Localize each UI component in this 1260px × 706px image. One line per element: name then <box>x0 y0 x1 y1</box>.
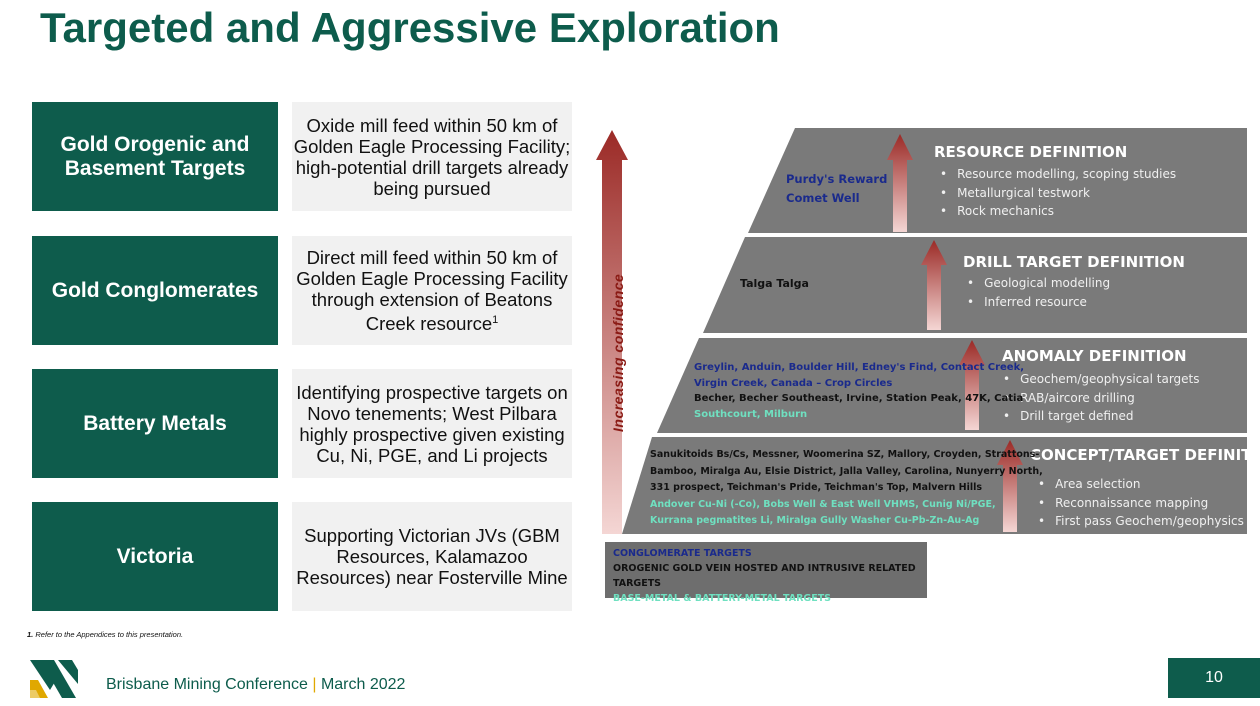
project-line: Purdy's Reward <box>786 172 888 186</box>
tier-projects-concept: Sanukitoids Bs/Cs, Messner, Woomerina SZ… <box>650 447 1043 530</box>
project-line: 331 prospect, Teichman's Pride, Teichman… <box>650 482 983 493</box>
project-line: Andover Cu-Ni (-Co), Bobs Well & East We… <box>650 498 996 510</box>
footnote-text: Refer to the Appendices to this presenta… <box>35 630 184 639</box>
project-line: Bamboo, Miralga Au, Elsie District, Jall… <box>650 465 1043 477</box>
bullet-item: Area selection <box>1038 475 1244 494</box>
category-victoria: Victoria <box>32 502 278 611</box>
category-victoria-desc: Supporting Victorian JVs (GBM Resources,… <box>292 502 572 611</box>
tier-projects-resource: Purdy's Reward Comet Well <box>786 170 887 208</box>
bullet-item: Rock mechanics <box>940 202 1176 221</box>
project-line: Southcourt, Milburn <box>694 408 808 420</box>
tier-title-resource: RESOURCE DEFINITION <box>934 143 1128 161</box>
arrow-resource <box>887 134 913 232</box>
increasing-confidence-label: Increasing confidence <box>610 273 626 432</box>
bullet-item: Metallurgical testwork <box>940 184 1176 203</box>
project-line: Becher, Becher Southeast, Irvine, Statio… <box>694 393 1024 404</box>
project-line: Talga Talga <box>740 277 809 290</box>
tier-bullets-resource: Resource modelling, scoping studies Meta… <box>940 165 1176 221</box>
bullet-item: Reconnaissance mapping <box>1038 494 1244 513</box>
category-gold-orogenic-desc: Oxide mill feed within 50 km of Golden E… <box>292 102 572 211</box>
tier-projects-drill: Talga Talga <box>740 276 809 292</box>
desc-text: Direct mill feed within 50 km of Golden … <box>296 246 568 335</box>
category-gold-orogenic: Gold Orogenic and Basement Targets <box>32 102 278 211</box>
category-gold-conglomerates-desc: Direct mill feed within 50 km of Golden … <box>292 236 572 345</box>
footer-separator: | <box>312 676 317 693</box>
footnote-ref: 1 <box>492 313 499 326</box>
arrow-concept <box>997 440 1023 532</box>
page-title: Targeted and Aggressive Exploration <box>40 4 780 51</box>
tier-projects-anomaly: Greylin, Anduin, Boulder Hill, Edney's F… <box>694 360 1024 422</box>
novo-logo <box>30 660 78 698</box>
bullet-item: First pass Geochem/geophysics <box>1038 512 1244 531</box>
project-line: Kurrana pegmatites Li, Miralga Gully Was… <box>650 515 980 526</box>
project-line: Sanukitoids Bs/Cs, Messner, Woomerina SZ… <box>650 449 1040 460</box>
bullet-item: Resource modelling, scoping studies <box>940 165 1176 184</box>
project-line: Comet Well <box>786 191 860 205</box>
legend-base-metal: BASE-METAL & BATTERY-METAL TARGETS <box>613 593 832 604</box>
footnote-number: 1. <box>27 630 34 639</box>
legend-orogenic: OROGENIC GOLD VEIN HOSTED AND INTRUSIVE … <box>613 563 916 589</box>
bullet-item: Geochem/geophysical targets <box>1003 370 1199 389</box>
bullet-item: Inferred resource <box>967 293 1110 312</box>
footer-conference: Brisbane Mining Conference | March 2022 <box>106 676 405 694</box>
footnote: 1. Refer to the Appendices to this prese… <box>27 630 183 639</box>
confidence-arrow <box>596 130 628 534</box>
bullet-item: Geological modelling <box>967 274 1110 293</box>
bullet-item: RAB/aircore drilling <box>1003 389 1200 408</box>
tier-title-drill: DRILL TARGET DEFINITION <box>963 253 1185 271</box>
tier-bullets-concept: Area selection Reconnaissance mapping Fi… <box>1038 475 1244 531</box>
project-line: Virgin Creek, Canada – Crop Circles <box>694 377 893 389</box>
bullet-item: Drill target defined <box>1003 407 1200 426</box>
project-line: Greylin, Anduin, Boulder Hill, Edney's F… <box>694 362 1025 373</box>
category-battery-metals-desc: Identifying prospective targets on Novo … <box>292 369 572 478</box>
category-battery-metals: Battery Metals <box>32 369 278 478</box>
tier-bullets-drill: Geological modelling Inferred resource <box>967 274 1110 311</box>
arrow-drill <box>921 240 947 330</box>
page-number: 10 <box>1168 658 1260 698</box>
conference-name: Brisbane Mining Conference <box>106 676 308 693</box>
tier-title-anomaly: ANOMALY DEFINITION <box>1002 347 1187 365</box>
category-gold-conglomerates: Gold Conglomerates <box>32 236 278 345</box>
legend-conglomerate: CONGLOMERATE TARGETS <box>613 548 752 559</box>
tier-bullets-anomaly: Geochem/geophysical targets RAB/aircore … <box>1003 370 1200 426</box>
arrow-anomaly <box>959 340 985 430</box>
conference-date: March 2022 <box>320 676 406 693</box>
diagram-legend: CONGLOMERATE TARGETS OROGENIC GOLD VEIN … <box>605 542 927 604</box>
tier-title-concept: CONCEPT/TARGET DEFINITION <box>1030 446 1260 464</box>
